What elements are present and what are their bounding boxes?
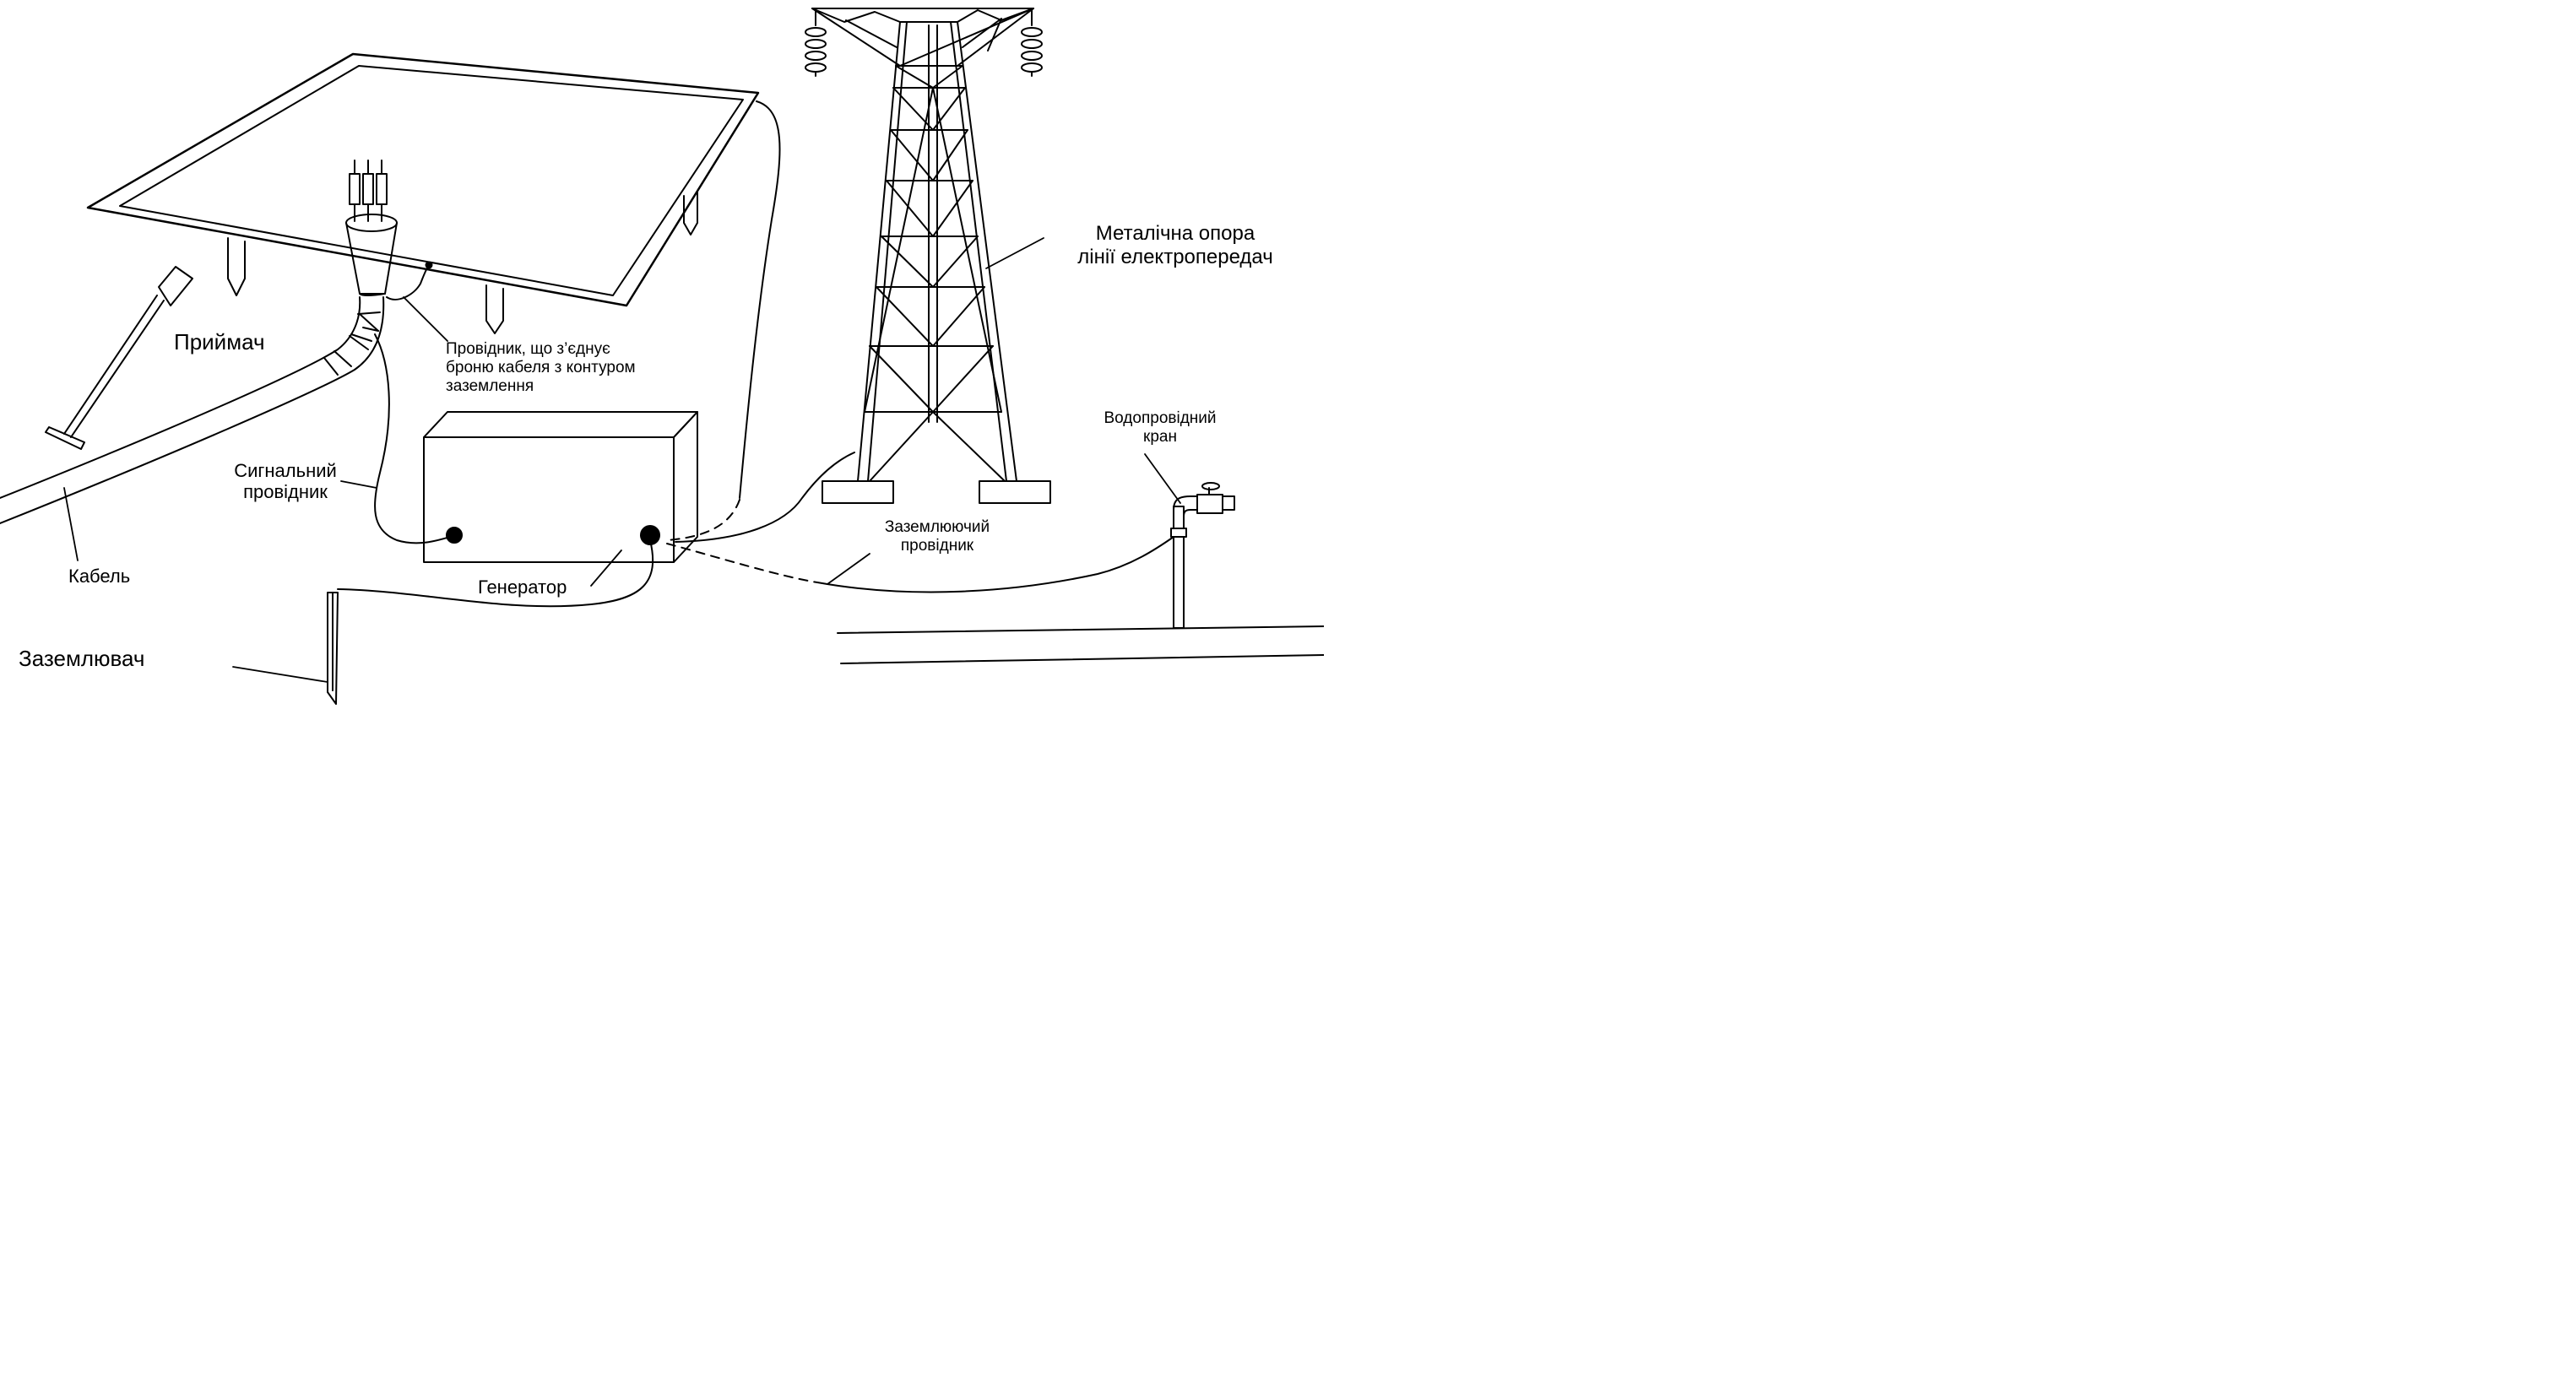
plate-to-generator-wire — [666, 100, 781, 541]
grounding-conductor-label: Заземлюючий провідник — [884, 518, 990, 555]
water-tap-label: Водопровідний кран — [1104, 409, 1217, 446]
receiver-probe — [45, 266, 193, 450]
receiver-label: Приймач — [174, 329, 265, 355]
cable-label: Кабель — [68, 566, 131, 587]
transmission-tower — [811, 8, 1051, 504]
cable-entry-cone — [345, 160, 398, 296]
tower-label: Металічна опора лінії електропередач — [1077, 222, 1273, 268]
water-tap — [1144, 453, 1235, 629]
diagram-canvas: Приймач Провідник, що з’єднує броню кабе… — [0, 0, 1324, 706]
grounding-plate — [86, 52, 760, 334]
ground-surface — [837, 625, 1324, 664]
insulator-left — [805, 8, 827, 77]
grounding-conductor — [666, 452, 1174, 593]
ground-rod — [232, 539, 654, 705]
insulator-right — [1021, 8, 1043, 77]
ground-rod-label: Заземлювач — [19, 646, 145, 671]
signal-conductor-label: Сигнальний провідник — [234, 460, 337, 503]
cable — [0, 296, 385, 561]
armor-bond-conductor — [386, 261, 448, 342]
generator-box — [423, 411, 698, 587]
signal-conductor — [340, 333, 457, 544]
armor-conductor-label: Провідник, що з’єднує броню кабеля з кон… — [446, 340, 636, 395]
generator-label: Генератор — [478, 577, 567, 598]
tower-label-leader — [985, 237, 1044, 269]
diagram-drawing — [0, 8, 1324, 705]
